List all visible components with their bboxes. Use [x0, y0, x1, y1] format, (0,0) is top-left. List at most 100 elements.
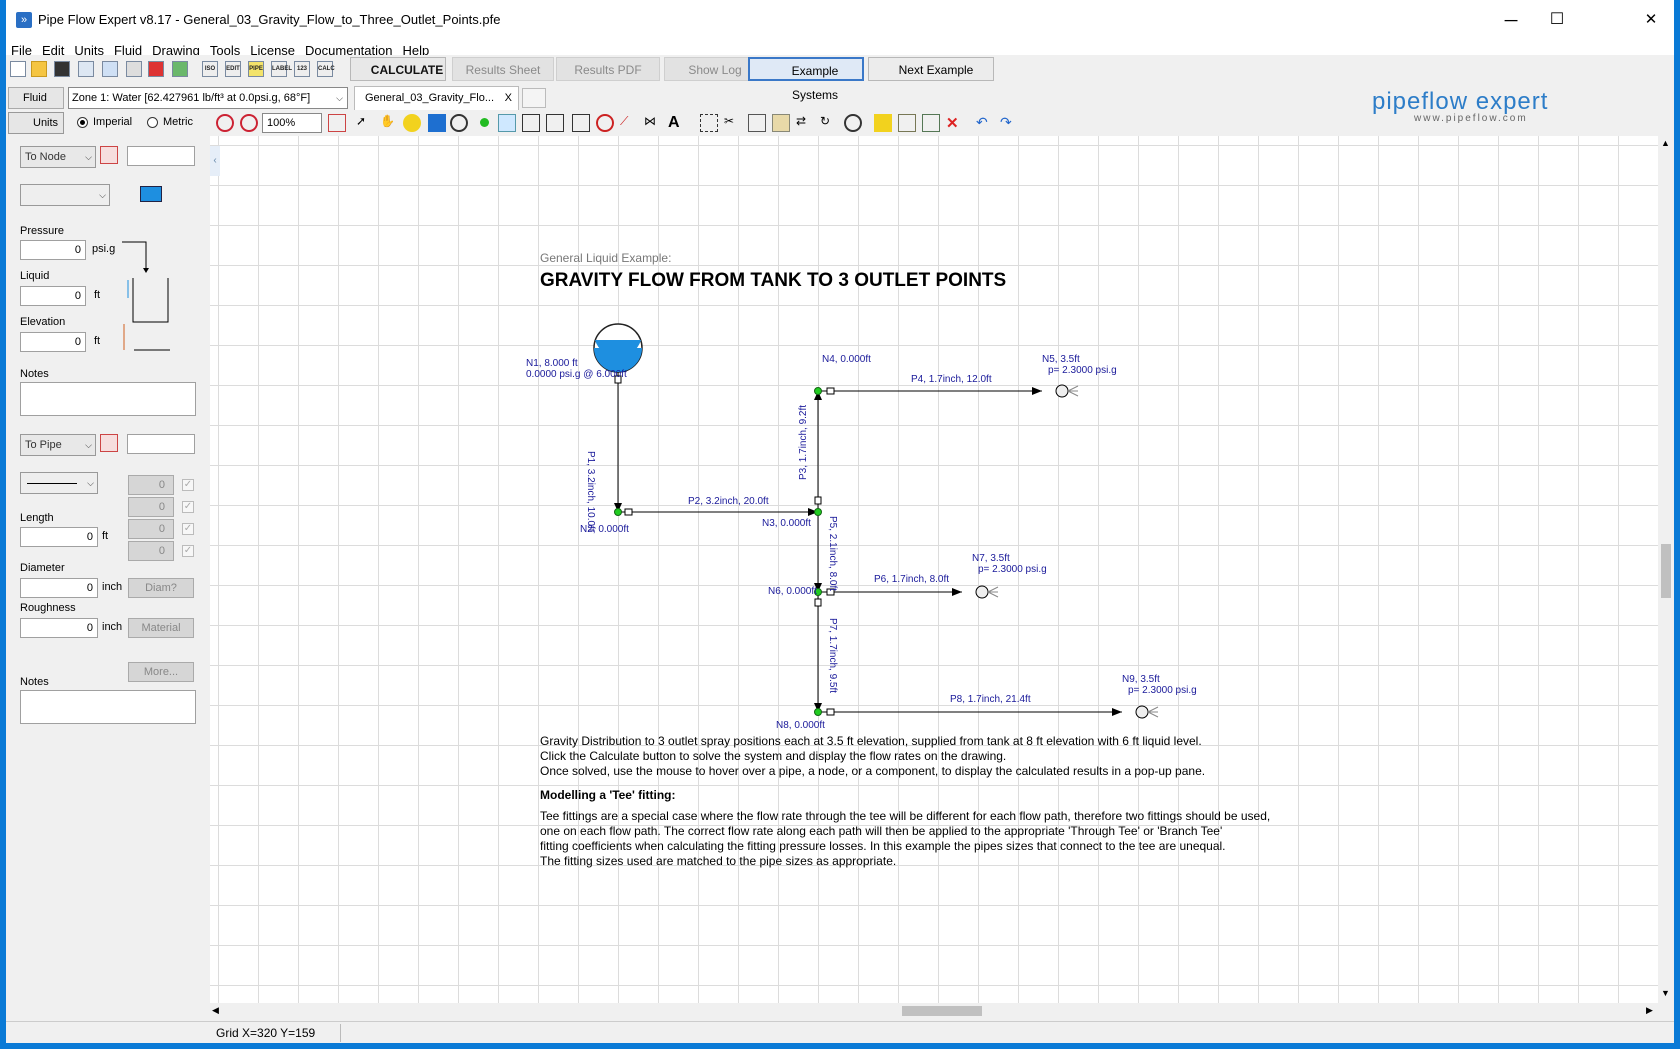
units-button[interactable]: Units: [8, 112, 64, 134]
node-search-input[interactable]: [127, 146, 195, 166]
calc-icon[interactable]: CALC: [317, 61, 335, 77]
save-icon[interactable]: [54, 61, 70, 77]
node-type-select[interactable]: ⌵: [20, 184, 110, 206]
scroll-right-icon[interactable]: ▶: [1646, 1005, 1653, 1015]
locate-pipe-icon[interactable]: [100, 434, 118, 452]
draw-pipe-icon[interactable]: [498, 114, 516, 132]
menu-license[interactable]: License: [250, 43, 296, 58]
close-button[interactable]: ✕: [1644, 11, 1658, 28]
pan-hand-icon[interactable]: ✋: [380, 114, 395, 128]
copy-icon[interactable]: [748, 114, 766, 132]
new-file-icon[interactable]: [10, 61, 26, 77]
find-icon[interactable]: [844, 114, 862, 132]
metric-radio[interactable]: [147, 117, 158, 128]
line-style-select[interactable]: ⌵: [20, 472, 98, 494]
select-cursor-icon[interactable]: ➚: [356, 114, 367, 128]
open-folder-icon[interactable]: [31, 61, 47, 77]
menu-file[interactable]: File: [11, 43, 32, 58]
paste-icon[interactable]: [772, 114, 790, 132]
fitting-check-1[interactable]: ✓: [182, 479, 194, 491]
fitting-count-2[interactable]: 0: [128, 497, 174, 517]
maximize-button[interactable]: ☐: [1549, 11, 1565, 28]
close-tab-icon[interactable]: X: [504, 92, 512, 104]
pipe-icon[interactable]: PIPE: [248, 61, 264, 77]
rotate-icon[interactable]: ↻: [820, 114, 831, 128]
horizontal-scrollbar[interactable]: ◀ ▶: [210, 1003, 1658, 1019]
fitting-check-3[interactable]: ✓: [182, 523, 194, 535]
spreadsheet-icon[interactable]: [172, 61, 188, 77]
menu-units[interactable]: Units: [74, 43, 104, 58]
new-tab-icon[interactable]: [522, 88, 546, 108]
fitting-count-3[interactable]: 0: [128, 519, 174, 539]
label-icon[interactable]: LABEL: [271, 61, 292, 77]
fluid-button[interactable]: Fluid: [8, 87, 64, 109]
fitting-icon[interactable]: ⋈: [644, 114, 656, 128]
zoom-select[interactable]: 100%: [262, 113, 322, 133]
align-icon[interactable]: [874, 114, 892, 132]
collapse-panel-icon[interactable]: ‹: [210, 146, 220, 176]
example-systems-button[interactable]: Example Systems: [748, 57, 864, 102]
scroll-down-icon[interactable]: ▼: [1661, 988, 1670, 998]
pressure-input[interactable]: 0: [20, 240, 86, 260]
to-node-select[interactable]: To Node⌵: [20, 146, 96, 168]
grid-icon[interactable]: [922, 114, 940, 132]
flip-icon[interactable]: ⇄: [796, 114, 807, 128]
menu-edit[interactable]: Edit: [41, 43, 65, 58]
length-input[interactable]: 0: [20, 527, 98, 547]
drawing-canvas[interactable]: General Liquid Example: GRAVITY FLOW FRO…: [210, 136, 1658, 1003]
distribute-icon[interactable]: [898, 114, 916, 132]
menu-documentation[interactable]: Documentation: [305, 43, 393, 58]
scroll-up-icon[interactable]: ▲: [1661, 138, 1670, 148]
image-icon[interactable]: [546, 114, 564, 132]
node-notes-input[interactable]: [20, 382, 196, 416]
zoom-out-icon[interactable]: [216, 114, 234, 132]
horizontal-scroll-thumb[interactable]: [902, 1006, 982, 1016]
numbers-icon[interactable]: 123: [294, 61, 310, 77]
results-pdf-button[interactable]: Results PDF: [556, 57, 660, 81]
pump-icon[interactable]: [450, 114, 468, 132]
cut-icon[interactable]: ✂: [724, 114, 735, 128]
vertical-scroll-thumb[interactable]: [1661, 544, 1671, 598]
email-icon[interactable]: [78, 61, 94, 77]
imperial-radio[interactable]: [77, 117, 88, 128]
fitting-count-1[interactable]: 0: [128, 475, 174, 495]
iso-icon[interactable]: ISO: [202, 61, 218, 77]
tank-icon[interactable]: [428, 114, 446, 132]
component-icon[interactable]: [522, 114, 540, 132]
menu-tools[interactable]: Tools: [209, 43, 241, 58]
delete-icon[interactable]: ✕: [946, 115, 959, 132]
edit-icon[interactable]: EDIT: [225, 61, 241, 77]
undo-icon[interactable]: ↶: [976, 114, 988, 130]
fluid-zone-select[interactable]: Zone 1: Water [62.427961 lb/ft³ at 0.0ps…: [68, 87, 348, 109]
pipe-search-input[interactable]: [127, 434, 195, 454]
pdf-icon[interactable]: [148, 61, 164, 77]
move-icon[interactable]: [403, 114, 421, 132]
menu-drawing[interactable]: Drawing: [152, 43, 200, 58]
diam-button[interactable]: Diam?: [128, 578, 194, 598]
liquid-input[interactable]: 0: [20, 286, 86, 306]
calculate-button[interactable]: CALCULATE: [350, 57, 446, 81]
elevation-input[interactable]: 0: [20, 332, 86, 352]
roughness-input[interactable]: 0: [20, 618, 98, 638]
document-tab[interactable]: General_03_Gravity_Flo...X: [354, 86, 519, 110]
text-icon[interactable]: A: [668, 114, 680, 131]
more-button[interactable]: More...: [128, 662, 194, 682]
rect-select-icon[interactable]: [700, 114, 718, 132]
menu-help[interactable]: Help: [402, 43, 430, 58]
to-pipe-select[interactable]: To Pipe⌵: [20, 434, 96, 456]
print-icon[interactable]: [126, 61, 142, 77]
fitting-check-2[interactable]: ✓: [182, 501, 194, 513]
scroll-left-icon[interactable]: ◀: [212, 1005, 219, 1015]
control-valve-icon[interactable]: [596, 114, 614, 132]
diameter-input[interactable]: 0: [20, 578, 98, 598]
vertical-scrollbar[interactable]: ▲ ▼: [1658, 136, 1674, 1003]
fitting-count-4[interactable]: 0: [128, 541, 174, 561]
material-button[interactable]: Material: [128, 618, 194, 638]
node-icon[interactable]: [480, 118, 489, 127]
locate-node-icon[interactable]: [100, 146, 118, 164]
redo-icon[interactable]: ↷: [1000, 114, 1012, 130]
minimize-button[interactable]: ─: [1504, 10, 1518, 30]
valve-icon[interactable]: [572, 114, 590, 132]
export-icon[interactable]: [102, 61, 118, 77]
next-example-button[interactable]: Next Example: [868, 57, 994, 81]
